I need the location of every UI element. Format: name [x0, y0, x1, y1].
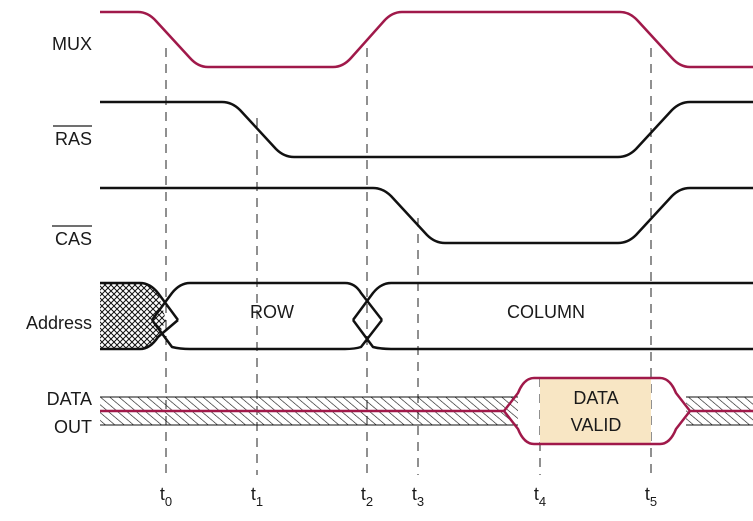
data-valid-label-line2: VALID [571, 415, 622, 435]
address-unknown-region [100, 283, 166, 349]
tick-sub: 5 [650, 494, 657, 509]
tick-base: t [361, 484, 366, 504]
tick-label-t2: t2 [361, 484, 373, 509]
tick-label-t3: t3 [412, 484, 424, 509]
tick-sub: 1 [256, 494, 263, 509]
tick-sub: 4 [539, 494, 546, 509]
tick-labels: t0 t1 t2 t3 t4 t5 [160, 484, 657, 509]
tick-base: t [645, 484, 650, 504]
tick-label-t4: t4 [534, 484, 546, 509]
address-label: Address [26, 313, 92, 333]
tick-base: t [534, 484, 539, 504]
tick-base: t [251, 484, 256, 504]
tick-base: t [160, 484, 165, 504]
ras-waveform [100, 100, 753, 159]
data-out-waveform [100, 376, 753, 446]
tick-base: t [412, 484, 417, 504]
tick-label-t1: t1 [251, 484, 263, 509]
data-valid-box [540, 378, 651, 444]
column-label: COLUMN [507, 302, 585, 322]
tick-label-t5: t5 [645, 484, 657, 509]
tick-sub: 0 [165, 494, 172, 509]
data-out-label-line2: OUT [54, 417, 92, 437]
tick-sub: 3 [417, 494, 424, 509]
tick-sub: 2 [366, 494, 373, 509]
cas-waveform [100, 186, 753, 245]
mux-waveform [100, 10, 753, 69]
data-valid-label-line1: DATA [573, 388, 618, 408]
tick-label-t0: t0 [160, 484, 172, 509]
data-out-label-line1: DATA [47, 389, 92, 409]
ras-label: RAS [55, 129, 92, 149]
mux-label: MUX [52, 34, 92, 54]
cas-label: CAS [55, 229, 92, 249]
address-bus [100, 281, 753, 351]
row-label: ROW [250, 302, 294, 322]
